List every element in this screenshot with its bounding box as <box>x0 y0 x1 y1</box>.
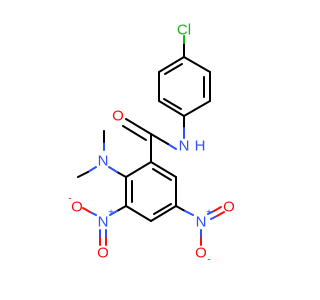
bond-double-inner <box>153 203 172 215</box>
bond <box>183 56 211 73</box>
nitro-oxygen-label: O <box>223 199 235 216</box>
bond-n-o-colored <box>82 207 91 213</box>
bond-n-o-colored <box>213 206 222 212</box>
positive-charge: + <box>108 208 114 219</box>
structure-drawing: Cl N H O N N + O - O N + O O - <box>68 22 235 266</box>
dinitrophenyl-ring <box>125 161 177 222</box>
bond <box>125 161 152 178</box>
amide-hydrogen-label: H <box>195 138 206 155</box>
nitro-oxygen-label: O <box>97 245 109 262</box>
bond <box>125 205 152 222</box>
nitro-nitrogen-label: N <box>98 214 109 231</box>
positive-charge: + <box>206 208 212 219</box>
negative-charge: - <box>68 194 71 205</box>
bond-c-n-colored <box>108 166 118 173</box>
molecule-diagram: Cl N H O N N + O - O N + O O - <box>68 22 235 266</box>
dimethylamino-nitrogen-label: N <box>98 153 109 170</box>
bond <box>158 100 185 117</box>
nitro-oxygen-label: O <box>195 245 207 262</box>
bond-double-inner <box>152 168 172 181</box>
negative-charge: - <box>207 255 210 266</box>
bond-double-inner <box>163 98 182 110</box>
bond-c-o <box>125 118 152 135</box>
bond <box>150 161 177 178</box>
nitro-nitrogen-label: N <box>196 214 207 231</box>
bond <box>183 100 211 117</box>
bond-n-o-colored <box>207 210 215 215</box>
bond-c-n <box>116 171 127 178</box>
bond-n-o-colored <box>89 211 97 216</box>
bond <box>150 205 177 222</box>
bond-c-n <box>116 205 127 212</box>
bond-n-o-colored <box>216 211 225 217</box>
nitro-oxygen-label: O <box>71 199 83 216</box>
bond-c-n-colored <box>184 210 194 216</box>
chlorophenyl-ring <box>158 56 211 117</box>
bond-c-n-colored <box>109 210 118 216</box>
carbonyl-oxygen-label: O <box>112 108 124 125</box>
bond-n-methyl-colored <box>87 166 97 173</box>
bond-double-inner <box>164 63 183 75</box>
bond-c-o <box>122 125 147 141</box>
bond-n-methyl <box>77 171 89 178</box>
amide-nitrogen-label: N <box>179 138 190 155</box>
bond-c-n <box>175 205 186 212</box>
bond <box>158 56 185 73</box>
chlorine-atom-label: Cl <box>177 22 191 39</box>
bond-n-o-colored <box>210 215 218 220</box>
bond-n-c <box>150 133 169 145</box>
bond-n-c-colored <box>167 143 177 150</box>
